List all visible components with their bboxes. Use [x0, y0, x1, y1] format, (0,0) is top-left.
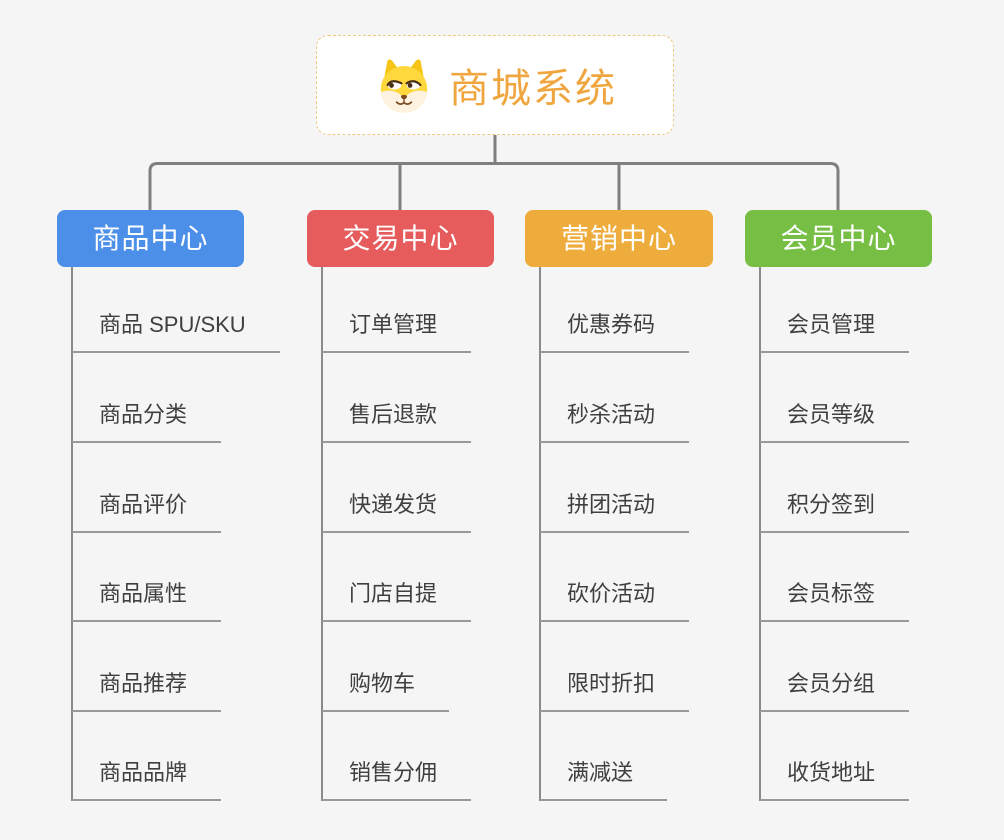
root-node-mall-system[interactable]: 商城系统	[316, 35, 674, 135]
leaf-item[interactable]: 积分签到	[760, 488, 910, 533]
leaf-item[interactable]: 商品品牌	[72, 756, 222, 801]
leaf-item[interactable]: 商品推荐	[72, 667, 222, 712]
leaf-item[interactable]: 限时折扣	[540, 667, 690, 712]
leaf-item[interactable]: 商品属性	[72, 577, 222, 622]
leaf-item[interactable]: 购物车	[322, 667, 450, 712]
leaf-item[interactable]: 商品分类	[72, 398, 222, 443]
leaf-item[interactable]: 砍价活动	[540, 577, 690, 622]
leaf-item[interactable]: 门店自提	[322, 577, 472, 622]
leaf-item[interactable]: 收货地址	[760, 756, 910, 801]
branch-node-member-center[interactable]: 会员中心	[745, 210, 932, 267]
leaf-item[interactable]: 商品 SPU/SKU	[72, 308, 280, 353]
leaf-item[interactable]: 售后退款	[322, 398, 472, 443]
leaf-item[interactable]: 会员分组	[760, 667, 910, 712]
children-rail-product	[71, 267, 73, 801]
leaf-item[interactable]: 优惠券码	[540, 308, 690, 353]
children-rail-member	[759, 267, 761, 801]
leaf-item[interactable]: 销售分佣	[322, 756, 472, 801]
branch-node-product-center[interactable]: 商品中心	[57, 210, 244, 267]
dog-face-icon	[380, 59, 428, 113]
branch-node-marketing-center[interactable]: 营销中心	[525, 210, 713, 267]
children-rail-trade	[321, 267, 323, 801]
leaf-item[interactable]: 商品评价	[72, 488, 222, 533]
leaf-item[interactable]: 快递发货	[322, 488, 472, 533]
leaf-item[interactable]: 会员标签	[760, 577, 910, 622]
leaf-item[interactable]: 拼团活动	[540, 488, 690, 533]
leaf-item[interactable]: 会员管理	[760, 308, 910, 353]
branch-node-trade-center[interactable]: 交易中心	[307, 210, 494, 267]
leaf-item[interactable]: 秒杀活动	[540, 398, 690, 443]
leaf-item[interactable]: 会员等级	[760, 398, 910, 443]
root-title: 商城系统	[449, 67, 617, 111]
children-rail-marketing	[539, 267, 541, 801]
leaf-item[interactable]: 订单管理	[322, 308, 472, 353]
leaf-item[interactable]: 满减送	[540, 756, 668, 801]
